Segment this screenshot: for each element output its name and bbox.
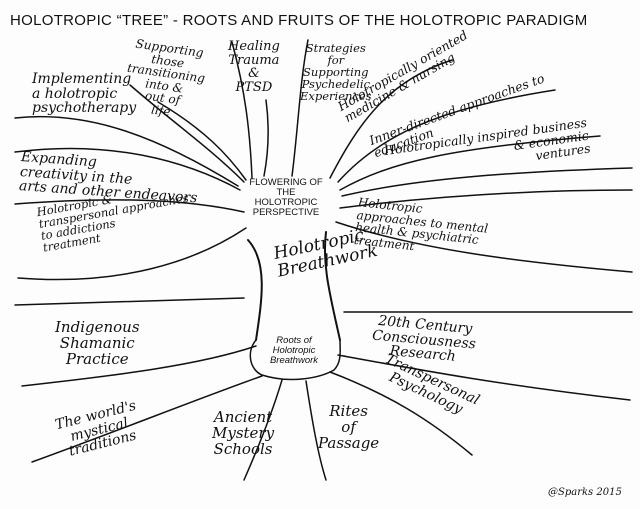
ground-left xyxy=(14,297,245,306)
branch-addiction-top xyxy=(14,199,245,213)
branch-business xyxy=(339,135,601,191)
flowering-label: FLOWERING OF THE HOLOTROPIC PERSPECTIVE xyxy=(249,177,323,218)
branch-education xyxy=(337,89,556,183)
label-implementing: Implementing a holotropic psychotherapy xyxy=(32,71,137,117)
root-transpersonal xyxy=(329,371,473,456)
branch-healing-left xyxy=(231,41,253,179)
trunk-right-outline xyxy=(323,231,341,341)
root-mystical xyxy=(31,375,263,463)
trunk-left-outline xyxy=(247,239,263,341)
root-consciousness xyxy=(337,354,631,401)
label-healing: Healing Trauma & PTSD xyxy=(228,39,280,95)
roots-bulb xyxy=(249,339,341,381)
diagram-title: HOLOTROPIC “TREE” - ROOTS AND FRUITS OF … xyxy=(10,12,588,29)
branch-mental-bottom xyxy=(335,221,633,273)
branch-supporting xyxy=(129,84,245,183)
label-rites: Rites of Passage xyxy=(318,402,380,452)
signature: @Sparks 2015 xyxy=(548,487,622,498)
roots-label: Roots of Holotropic Breathwork xyxy=(269,335,319,366)
branch-healing-right xyxy=(263,99,269,177)
label-mystery: Ancient Mystery Schools xyxy=(212,408,275,458)
root-indigenous xyxy=(21,345,257,387)
label-indigenous: Indigenous Shamanic Practice xyxy=(55,318,140,368)
branch-supporting-b xyxy=(157,101,247,181)
branch-addiction-bottom xyxy=(17,227,247,281)
branch-strategies xyxy=(291,39,309,177)
branch-mental-mid xyxy=(339,189,633,209)
branch-creativity xyxy=(14,147,241,191)
root-mystery xyxy=(243,379,283,481)
root-rites xyxy=(305,380,327,481)
label-strategies: Strategies for Supporting Psychedelic Ex… xyxy=(300,41,372,104)
branch-implementing xyxy=(14,115,239,187)
branch-medicine xyxy=(329,59,453,179)
branch-mental-top xyxy=(341,167,633,197)
label-supporting: Supporting those transitioning into & ou… xyxy=(126,36,206,119)
